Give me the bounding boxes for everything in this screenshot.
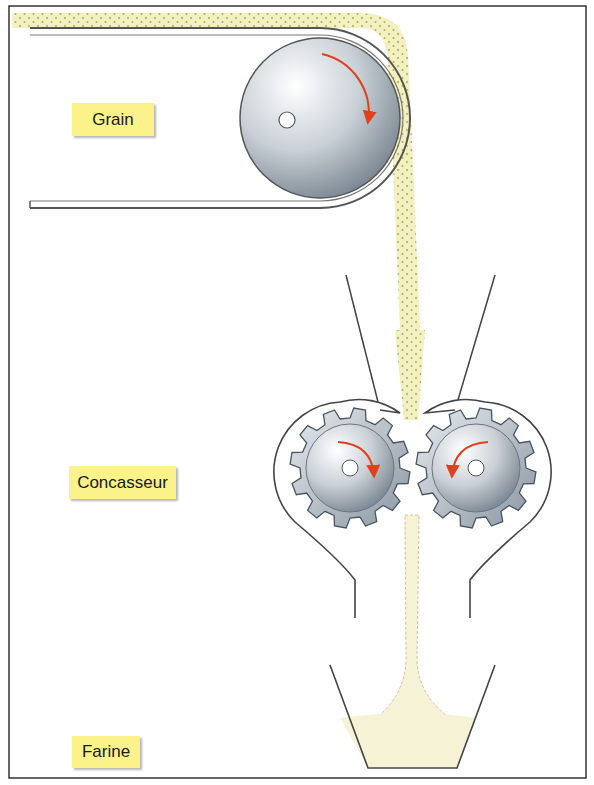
gear-axle — [468, 460, 484, 476]
conveyor-belt — [30, 35, 403, 201]
label-box: Concasseur — [69, 466, 176, 499]
crusher-gear — [290, 408, 410, 528]
gear-hub — [306, 424, 394, 512]
label-box: Grain — [72, 103, 154, 136]
rotation-arrow — [338, 442, 374, 476]
frame — [9, 6, 586, 778]
flour-stream — [376, 515, 450, 718]
flour-pile — [340, 713, 476, 767]
pulley — [240, 38, 400, 198]
rotation-arrow — [322, 54, 369, 122]
label-box: Farine — [72, 736, 140, 768]
grain-stream — [12, 13, 420, 330]
hopper-wall — [455, 275, 495, 410]
pulley-axle — [279, 112, 295, 128]
conveyor-belt — [30, 28, 410, 208]
grain-stream — [395, 330, 425, 420]
label-text: Farine — [82, 742, 130, 762]
gear-axle — [342, 460, 358, 476]
label-text: Grain — [92, 110, 134, 130]
rotation-arrow — [452, 442, 488, 476]
label-text: Concasseur — [77, 473, 168, 493]
hopper-wall — [346, 275, 380, 410]
crusher-gear — [416, 408, 536, 528]
funnel — [330, 665, 495, 768]
gear-hub — [432, 424, 520, 512]
